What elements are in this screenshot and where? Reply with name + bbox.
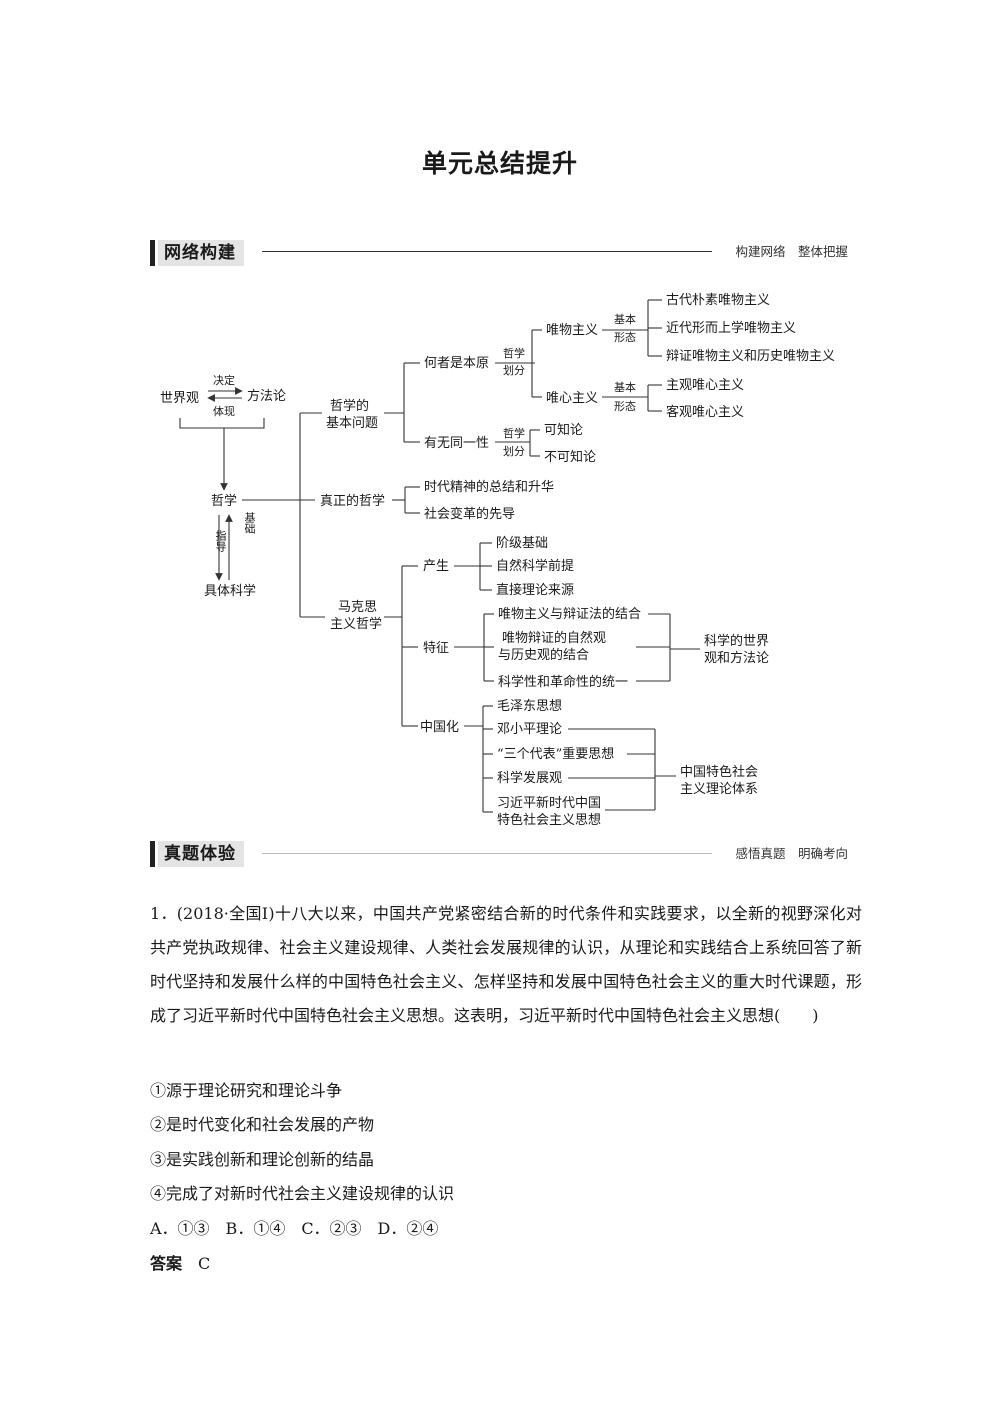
question-option-1: ①源于理论研究和理论斗争 (150, 1081, 343, 1100)
concept-map: 世界观 方法论 决定 体现 哲学 指导 基础 具体科学 哲学的 基本问题 何者是… (160, 293, 835, 828)
node-class-basis: 阶级基础 (496, 536, 548, 551)
section-slogan-exam: 感悟真题 明确考向 (735, 846, 848, 861)
node-basic-question-1: 哲学的 (330, 398, 369, 414)
node-deng-theory: 邓小平理论 (497, 722, 562, 737)
question-option-4: ④完成了对新时代社会主义建设规律的认识 (150, 1184, 455, 1203)
node-metaphysical-materialism: 近代形而上学唯物主义 (666, 320, 796, 336)
node-theory-system-2: 主义理论体系 (680, 782, 758, 797)
node-scientific-view-2: 观和方法论 (704, 650, 769, 666)
section-title-exam: 真题体验 (158, 841, 244, 867)
label-division-2b: 划分 (503, 445, 525, 458)
answer-label: 答案 (150, 1254, 183, 1273)
bracket-worldview (179, 418, 265, 429)
node-philosophy: 哲学 (211, 493, 237, 509)
section-divider (262, 853, 712, 854)
node-ancient-materialism: 古代朴素唯物主义 (666, 293, 770, 308)
label-basic-form-1b: 形态 (614, 331, 636, 344)
section-title-network: 网络构建 (158, 240, 244, 266)
node-mao-thought: 毛泽东思想 (497, 698, 562, 714)
label-basic-form-1a: 基本 (614, 312, 636, 326)
node-objective-idealism: 客观唯心主义 (666, 404, 744, 420)
node-social-reform: 社会变革的先导 (424, 506, 515, 522)
node-knowable: 可知论 (544, 422, 583, 438)
node-subjective-idealism: 主观唯心主义 (666, 378, 744, 393)
node-three-represents: “三个代表”重要思想 (497, 746, 614, 762)
node-identity: 有无同一性 (424, 436, 489, 451)
node-marxist-2: 主义哲学 (330, 616, 382, 632)
node-marxist-1: 马克思 (338, 600, 377, 615)
node-unknowable: 不可知论 (544, 449, 596, 465)
node-science-premise: 自然科学前提 (496, 558, 574, 574)
label-guides: 指导 (205, 529, 227, 552)
node-true-philosophy: 真正的哲学 (320, 493, 385, 509)
section-slogan-network: 构建网络 整体把握 (735, 244, 848, 259)
label-basic-form-2b: 形态 (614, 400, 636, 413)
label-division-1a: 哲学 (503, 346, 525, 360)
node-materialism: 唯物主义 (546, 323, 598, 338)
label-embodies: 体现 (213, 404, 235, 418)
answer-row: 答案 C (150, 1254, 210, 1274)
answer-value: C (198, 1254, 211, 1273)
node-origin: 产生 (423, 559, 449, 574)
question-option-2: ②是时代变化和社会发展的产物 (150, 1115, 375, 1134)
node-scientific-development: 科学发展观 (497, 770, 562, 786)
node-features: 特征 (423, 641, 449, 656)
node-feature-2a: 唯物辩证的自然观 (502, 630, 606, 646)
question-stem: 1．(2018·全国Ⅰ)十八大以来，中国共产党紧密结合新的时代条件和实践要求，以… (150, 904, 862, 1025)
node-theory-system-1: 中国特色社会 (680, 764, 758, 780)
node-xi-thought-1: 习近平新时代中国 (497, 795, 601, 811)
section-marker (150, 240, 155, 266)
label-division-1b: 划分 (503, 364, 525, 377)
section-marker (150, 841, 155, 867)
node-what-is-origin: 何者是本原 (424, 355, 489, 371)
label-basic-form-2a: 基本 (614, 380, 636, 394)
section-divider (262, 251, 712, 252)
question-choices: A．①③ B．①④ C．②③ D．②④ (150, 1219, 439, 1238)
node-xi-thought-2: 特色社会主义思想 (497, 812, 601, 828)
node-idealism: 唯心主义 (546, 391, 598, 406)
node-dialectical-materialism: 辩证唯物主义和历史唯物主义 (666, 349, 835, 364)
label-division-2a: 哲学 (503, 426, 525, 440)
node-basic-question-2: 基本问题 (326, 416, 378, 431)
node-theory-source: 直接理论来源 (496, 582, 574, 598)
node-spirit-of-age: 时代精神的总结和升华 (424, 479, 554, 495)
label-decides: 决定 (213, 373, 235, 387)
node-methodology: 方法论 (247, 388, 286, 404)
question-option-3: ③是实践创新和理论创新的结晶 (150, 1150, 375, 1169)
node-sinicization: 中国化 (420, 720, 459, 735)
node-worldview: 世界观 (160, 391, 199, 406)
label-foundation: 基础 (234, 512, 256, 534)
node-feature-2b: 与历史观的结合 (498, 647, 589, 663)
page-title: 单元总结提升 (421, 149, 578, 178)
node-feature-3: 科学性和革命性的统一 (498, 674, 628, 690)
node-scientific-view-1: 科学的世界 (704, 633, 769, 649)
node-specific-science: 具体科学 (204, 583, 256, 599)
node-feature-1: 唯物主义与辩证法的结合 (498, 606, 641, 622)
